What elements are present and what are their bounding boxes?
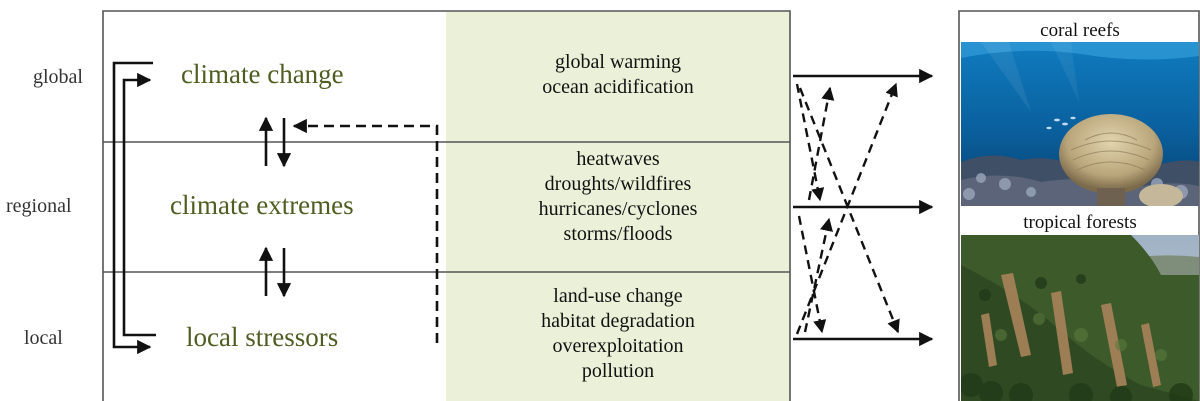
dashed-feedback-arrow bbox=[292, 118, 439, 343]
driver-climate-change: climate change bbox=[181, 59, 344, 89]
example-item: ocean acidification bbox=[542, 76, 694, 98]
ecosystem-frame bbox=[958, 10, 1200, 401]
ecosystem-title-tropical-forests: tropical forests bbox=[1023, 212, 1137, 233]
example-item: droughts/wildfires bbox=[544, 173, 692, 195]
scale-label-local: local bbox=[24, 327, 63, 349]
tropical-forest-photo bbox=[961, 235, 1199, 401]
coral-reef-photo bbox=[961, 42, 1199, 206]
driver-local-stressors: local stressors bbox=[186, 322, 339, 352]
example-item: storms/floods bbox=[563, 223, 673, 245]
examples-panel bbox=[446, 11, 790, 401]
scale-label-global: global bbox=[33, 66, 83, 88]
example-item: hurricanes/cyclones bbox=[538, 198, 698, 220]
dashed-global-to-regional-arrow bbox=[795, 83, 825, 202]
examples-regional: heatwaves droughts/wildfires hurricanes/… bbox=[446, 147, 790, 247]
dashed-local-to-regional-arrow bbox=[803, 217, 833, 333]
example-item: global warming bbox=[554, 51, 682, 73]
example-item: habitat degradation bbox=[541, 310, 695, 332]
ecosystem-title-coral-reefs: coral reefs bbox=[1040, 20, 1120, 41]
dashed-regional-to-local-arrow bbox=[797, 215, 827, 334]
example-item: pollution bbox=[581, 360, 655, 382]
driver-climate-extremes: climate extremes bbox=[170, 190, 354, 220]
example-item: land-use change bbox=[553, 285, 683, 307]
bracket-climate-to-local-arrow bbox=[112, 61, 153, 355]
scale-label-regional: regional bbox=[6, 195, 72, 217]
example-item: overexploitation bbox=[552, 335, 684, 357]
examples-local: land-use change habitat degradation over… bbox=[446, 284, 790, 384]
examples-global: global warming ocean acidification bbox=[446, 50, 790, 100]
main-frame bbox=[102, 10, 791, 401]
bracket-local-to-climate-arrow bbox=[122, 72, 156, 337]
example-item: heatwaves bbox=[576, 148, 660, 170]
dashed-regional-to-global-arrow bbox=[807, 86, 835, 201]
